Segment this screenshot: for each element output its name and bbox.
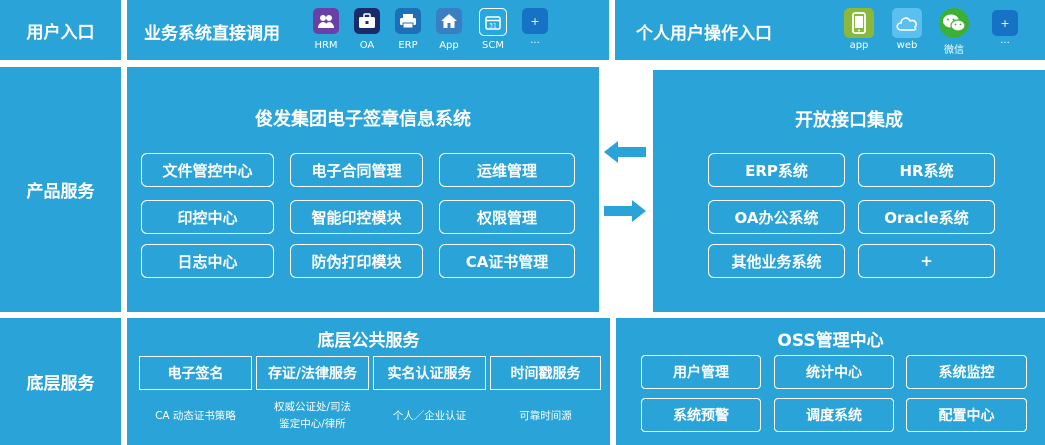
arrow-left-icon xyxy=(604,141,646,163)
wechat-label: 微信 xyxy=(944,45,964,56)
product-item-ops[interactable]: 运维管理 xyxy=(439,153,575,187)
more-business-plus-icon[interactable]: + xyxy=(522,8,548,34)
oss-item-statistics[interactable]: 统计中心 xyxy=(774,355,894,389)
business-entry-title: 业务系统直接调用 xyxy=(144,24,280,44)
scm-app-label: SCM xyxy=(482,40,504,51)
open-interface-panel: 开放接口集成 ERP系统 HR系统 OA办公系统 Oracle系统 其他业务系统… xyxy=(653,70,1045,312)
oa-app-icon[interactable] xyxy=(354,8,380,34)
interface-item-oracle[interactable]: Oracle系统 xyxy=(858,200,995,234)
product-item-smart-seal[interactable]: 智能印控模块 xyxy=(290,200,423,234)
row-label-product-services: 产品服务 xyxy=(0,67,121,312)
hrm-app-icon[interactable] xyxy=(313,8,339,34)
row-label-user-entry: 用户入口 xyxy=(0,0,121,60)
web-cloud-icon[interactable] xyxy=(892,8,922,38)
product-item-anti-counterfeit-print[interactable]: 防伪打印模块 xyxy=(290,244,423,278)
oa-app-label: OA xyxy=(359,40,375,51)
product-item-permissions[interactable]: 权限管理 xyxy=(439,200,575,234)
oss-item-scheduling[interactable]: 调度系统 xyxy=(774,398,894,432)
scm-calendar-icon[interactable]: 31 xyxy=(479,8,507,36)
oss-panel: OSS管理中心 用户管理 统计中心 系统监控 系统预警 调度系统 配置中心 xyxy=(616,318,1045,445)
personal-entry-panel: 个人用户操作入口 app web 微信 + ··· xyxy=(615,0,1045,60)
more-personal-plus-icon[interactable]: + xyxy=(992,10,1018,36)
base-public-panel: 底层公共服务 电子签名 存证/法律服务 实名认证服务 时间戳服务 CA 动态证书… xyxy=(127,318,610,445)
product-item-ca-cert[interactable]: CA证书管理 xyxy=(439,244,575,278)
base-item-timestamp[interactable]: 时间戳服务 xyxy=(490,356,601,390)
interface-item-more[interactable]: + xyxy=(858,244,995,278)
oss-item-alerts[interactable]: 系统预警 xyxy=(641,398,761,432)
base-item-e-signature[interactable]: 电子签名 xyxy=(139,356,252,390)
base-caption-time-source: 可靠时间源 xyxy=(519,410,572,422)
product-system-panel: 俊发集团电子签章信息系统 文件管控中心 电子合同管理 运维管理 印控中心 智能印… xyxy=(127,67,599,312)
erp-app-icon[interactable] xyxy=(395,8,421,34)
oss-title: OSS管理中心 xyxy=(777,331,884,351)
svg-text:31: 31 xyxy=(489,23,497,30)
base-caption-ca-strategy: CA 动态证书策略 xyxy=(155,410,236,422)
arrow-right-icon xyxy=(604,200,646,222)
oss-item-user-mgmt[interactable]: 用户管理 xyxy=(641,355,761,389)
base-caption-auth: 个人／企业认证 xyxy=(392,410,467,422)
interface-item-other[interactable]: 其他业务系统 xyxy=(708,244,845,278)
web-app-label: web xyxy=(896,40,918,51)
product-item-seal-control[interactable]: 印控中心 xyxy=(141,200,274,234)
app-home-icon[interactable] xyxy=(436,8,462,34)
more-personal-label: ··· xyxy=(1000,38,1010,49)
app-app-label: App xyxy=(439,40,459,51)
mobile-app-label: app xyxy=(849,40,869,51)
product-item-e-contract[interactable]: 电子合同管理 xyxy=(290,153,423,187)
wechat-icon[interactable] xyxy=(939,8,969,38)
personal-entry-title: 个人用户操作入口 xyxy=(636,24,772,44)
base-public-title: 底层公共服务 xyxy=(317,331,420,351)
base-caption-notary: 权威公证处/司法 鉴定中心/律所 xyxy=(273,401,352,430)
interface-item-oa[interactable]: OA办公系统 xyxy=(708,200,845,234)
row-label-base-services: 底层服务 xyxy=(0,318,121,445)
base-item-evidence-legal[interactable]: 存证/法律服务 xyxy=(256,356,369,390)
product-item-log-center[interactable]: 日志中心 xyxy=(141,244,274,278)
mobile-phone-icon[interactable] xyxy=(844,8,874,38)
oss-item-monitoring[interactable]: 系统监控 xyxy=(906,355,1027,389)
product-item-file-control[interactable]: 文件管控中心 xyxy=(141,153,274,187)
interface-item-erp[interactable]: ERP系统 xyxy=(708,153,845,187)
base-item-real-name-auth[interactable]: 实名认证服务 xyxy=(373,356,486,390)
business-entry-panel: 业务系统直接调用 HRM OA ERP App 31 SCM + ··· xyxy=(127,0,609,60)
oss-item-config[interactable]: 配置中心 xyxy=(906,398,1027,432)
erp-app-label: ERP xyxy=(398,40,418,51)
hrm-app-label: HRM xyxy=(314,40,338,51)
more-business-label: ··· xyxy=(530,38,540,49)
product-system-title: 俊发集团电子签章信息系统 xyxy=(255,109,471,130)
interface-item-hr[interactable]: HR系统 xyxy=(858,153,995,187)
open-interface-title: 开放接口集成 xyxy=(795,110,903,131)
